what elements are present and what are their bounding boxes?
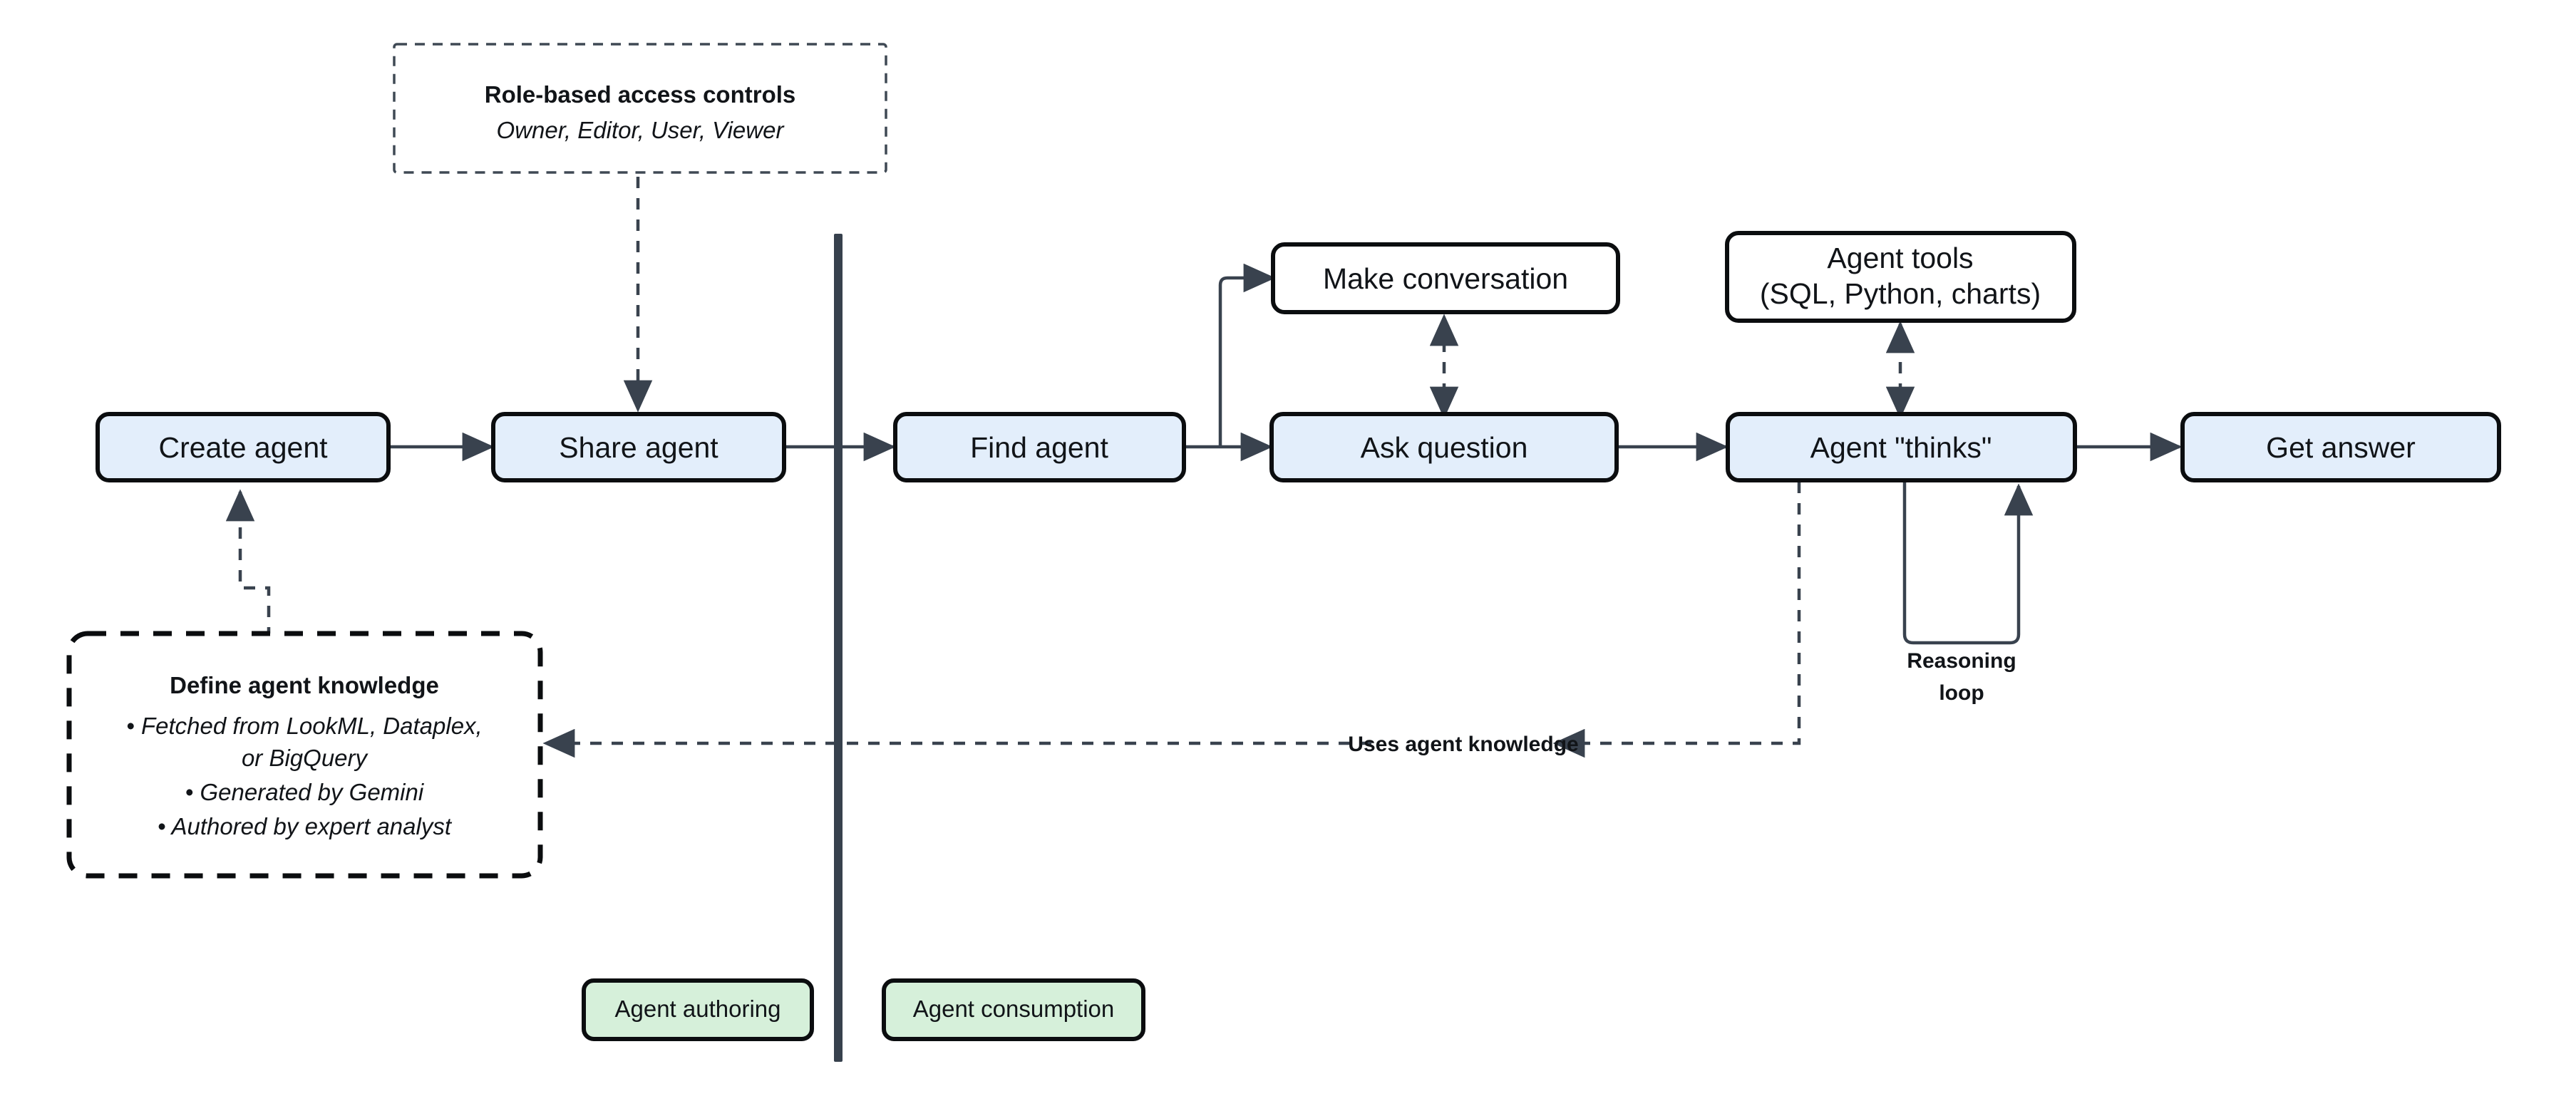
connector-layer bbox=[225, 177, 2183, 758]
node-get-answer[interactable]: Get answer bbox=[2180, 412, 2501, 482]
node-create-agent-box[interactable] bbox=[96, 412, 391, 482]
legend-agent-consumption-box[interactable] bbox=[882, 978, 1145, 1041]
node-create-agent-label: Create agent bbox=[158, 431, 328, 464]
node-make-conversation[interactable]: Make conversation bbox=[1271, 242, 1620, 314]
knowledge-note-title: Define agent knowledge bbox=[170, 672, 439, 698]
rbac-note: Role-based access controls Owner, Editor… bbox=[393, 43, 887, 174]
node-agent-tools-box[interactable] bbox=[1725, 231, 2076, 323]
legend-agent-authoring-label: Agent authoring bbox=[614, 996, 780, 1022]
node-agent-tools-label-line2: (SQL, Python, charts) bbox=[1760, 277, 2041, 310]
node-create-agent[interactable]: Create agent bbox=[96, 412, 391, 482]
knowledge-note-bullet-1: or BigQuery bbox=[242, 745, 369, 771]
node-agent-thinks-label: Agent "thinks" bbox=[1810, 431, 1992, 464]
edge-uses-agent-knowledge bbox=[1552, 482, 1801, 758]
node-share-agent-label: Share agent bbox=[559, 431, 718, 464]
node-share-agent[interactable]: Share agent bbox=[491, 412, 786, 482]
node-agent-tools[interactable]: Agent tools (SQL, Python, charts) bbox=[1725, 231, 2076, 323]
node-get-answer-label: Get answer bbox=[2266, 431, 2416, 464]
legend-agent-consumption[interactable]: Agent consumption bbox=[882, 978, 1145, 1041]
node-find-agent-label: Find agent bbox=[970, 431, 1108, 464]
edge-label-reasoning-loop-line1: Reasoning bbox=[1907, 649, 2016, 673]
node-ask-question-box[interactable] bbox=[1269, 412, 1619, 482]
knowledge-note-box bbox=[66, 631, 543, 879]
knowledge-note-bullet-2: • Generated by Gemini bbox=[185, 779, 425, 805]
legend-agent-authoring-box[interactable] bbox=[582, 978, 814, 1041]
rbac-note-box bbox=[393, 43, 887, 174]
edge-find-to-make-conversation bbox=[1218, 263, 1276, 447]
node-ask-question-label: Ask question bbox=[1361, 431, 1528, 464]
node-ask-question[interactable]: Ask question bbox=[1269, 412, 1619, 482]
rbac-note-subtitle: Owner, Editor, User, Viewer bbox=[497, 117, 785, 143]
knowledge-note-bullet-3: • Authored by expert analyst bbox=[158, 813, 453, 839]
edge-reasoning-loop bbox=[1902, 482, 2034, 645]
node-share-agent-box[interactable] bbox=[491, 412, 786, 482]
node-make-conversation-box[interactable] bbox=[1271, 242, 1620, 314]
node-agent-thinks-box[interactable] bbox=[1726, 412, 2077, 482]
node-find-agent[interactable]: Find agent bbox=[893, 412, 1186, 482]
edge-label-uses-agent-knowledge: Uses agent knowledge bbox=[1348, 733, 1578, 756]
edge-label-reasoning-loop-line2: loop bbox=[1939, 681, 1984, 705]
node-find-agent-box[interactable] bbox=[893, 412, 1186, 482]
node-get-answer-box[interactable] bbox=[2180, 412, 2501, 482]
edge-knowledge-to-create bbox=[225, 489, 271, 745]
legend-agent-consumption-label: Agent consumption bbox=[913, 996, 1115, 1022]
knowledge-note-bullet-0: • Fetched from LookML, Dataplex, bbox=[126, 713, 482, 739]
node-make-conversation-label: Make conversation bbox=[1323, 262, 1568, 295]
node-agent-thinks[interactable]: Agent "thinks" bbox=[1726, 412, 2077, 482]
phase-divider bbox=[834, 234, 843, 1062]
rbac-note-title: Role-based access controls bbox=[485, 81, 796, 108]
legend-agent-authoring[interactable]: Agent authoring bbox=[582, 978, 814, 1041]
knowledge-note: Define agent knowledge • Fetched from Lo… bbox=[66, 631, 543, 879]
node-agent-tools-label-line1: Agent tools bbox=[1827, 242, 1973, 274]
